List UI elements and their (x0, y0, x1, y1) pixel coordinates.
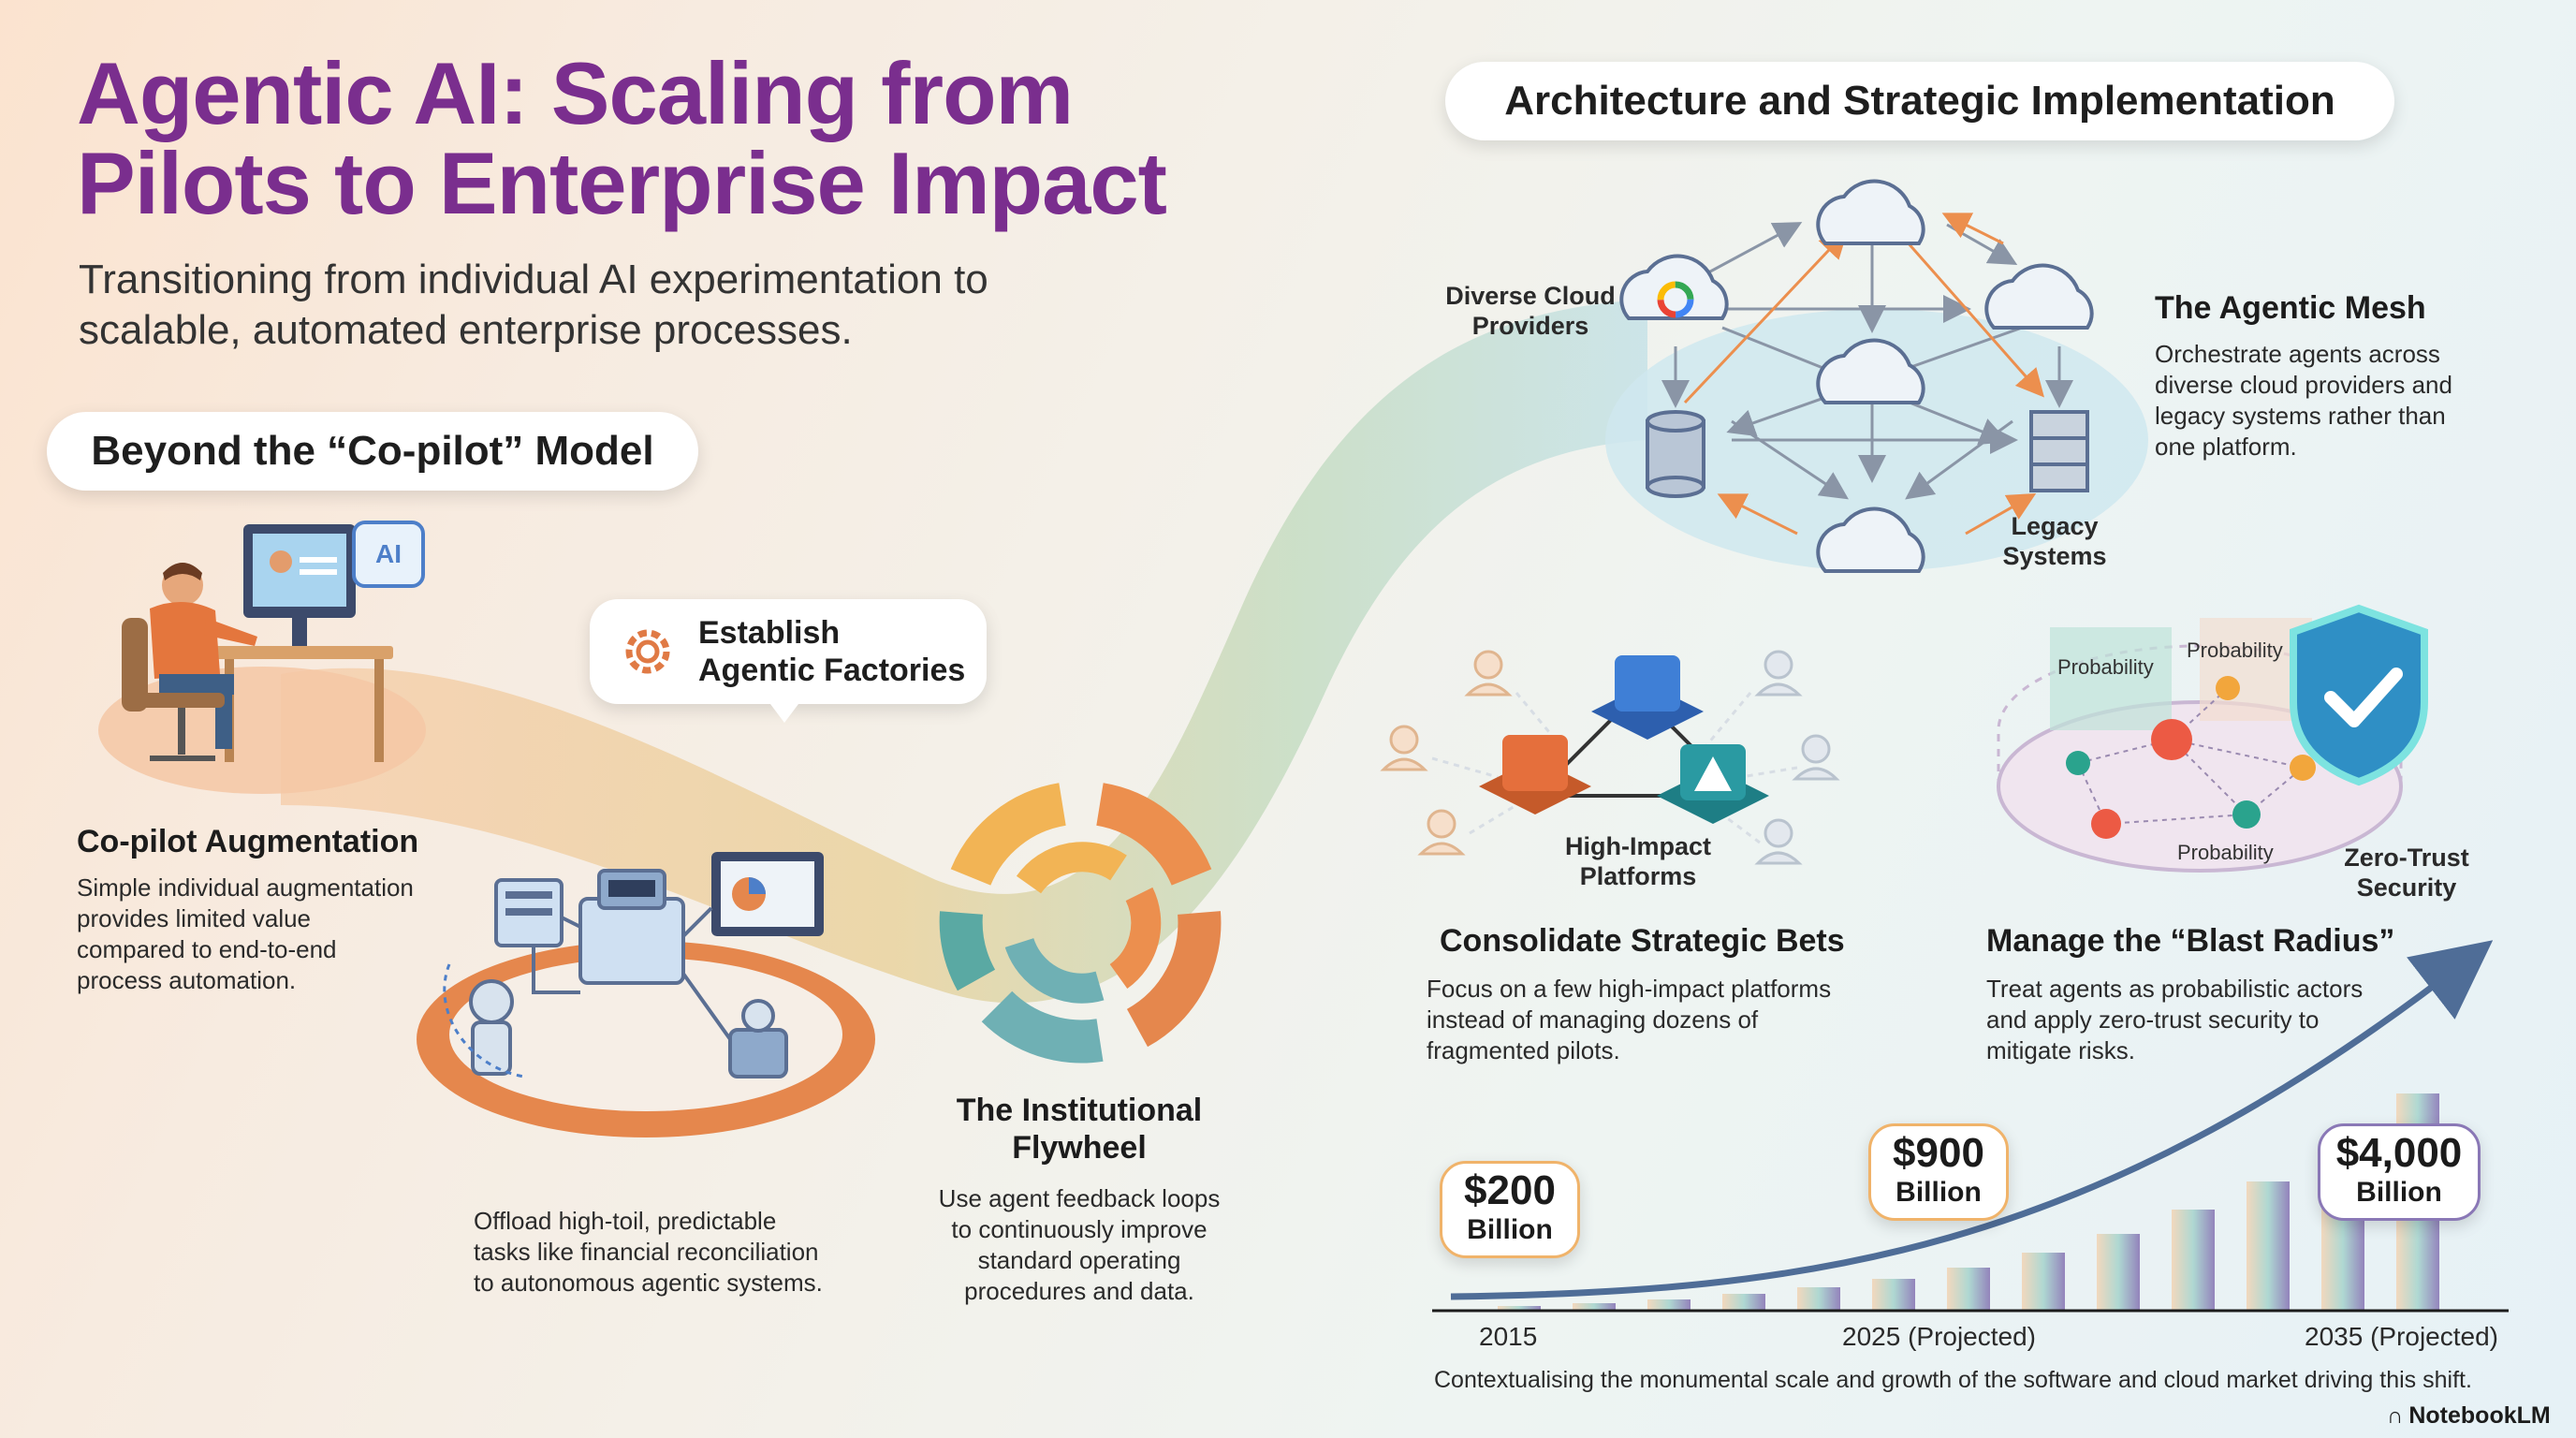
page-subtitle: Transitioning from individual AI experim… (79, 255, 1108, 356)
mesh-body-line: one platform. (2155, 433, 2297, 461)
notebook-icon: ∩ (2387, 1402, 2404, 1429)
flywheel-body: Use agent feedback loops to continuously… (906, 1183, 1252, 1307)
factories-body-line: tasks like financial reconciliation (474, 1238, 819, 1266)
blast-body-line: mitigate risks. (1986, 1036, 2135, 1064)
ai-chip-label: AI (375, 539, 402, 568)
mesh-heading: The Agentic Mesh (2155, 290, 2426, 326)
factories-body-line: Offload high-toil, predictable (474, 1207, 777, 1235)
market-callout-unit: Billion (1895, 1177, 1982, 1208)
market-callout-2015: $200 Billion (1440, 1161, 1580, 1258)
market-callout-amount: $4,000 (2335, 1130, 2463, 1176)
market-callout-amount: $200 (1464, 1167, 1556, 1213)
consolidate-body-line: instead of managing dozens of (1427, 1005, 1759, 1034)
market-callout-unit: Billion (2356, 1177, 2442, 1208)
section-pill-left: Beyond the “Co-pilot” Model (47, 412, 698, 491)
axis-label-2035: 2035 (Projected) (2305, 1322, 2499, 1351)
copilot-illustration (98, 524, 426, 794)
axis-label-2015: 2015 (1479, 1322, 1538, 1351)
flywheel-icon (939, 783, 1222, 1064)
consolidate-heading: Consolidate Strategic Bets (1440, 923, 1845, 959)
probability-label-1: Probability (2057, 655, 2154, 679)
flywheel-heading-line: Flywheel (1012, 1130, 1147, 1166)
cloud-providers-label-line: Diverse Cloud (1445, 282, 1616, 310)
blast-body: Treat agents as probabilistic actors and… (1986, 974, 2492, 1066)
flywheel-heading-line: The Institutional (956, 1093, 1203, 1128)
consolidate-body-line: Focus on a few high-impact platforms (1427, 975, 1832, 1003)
title-line-1: Agentic AI: Scaling from (77, 44, 1074, 142)
market-callout-2035: $4,000 Billion (2318, 1123, 2481, 1221)
legacy-systems-label-line: Systems (2002, 542, 2107, 570)
consolidate-body: Focus on a few high-impact platforms ins… (1427, 974, 1951, 1066)
zerotrust-label-line: Zero-Trust (2344, 844, 2469, 872)
agentic-mesh-diagram (1605, 179, 2148, 573)
probability-label-2: Probability (2187, 638, 2283, 662)
section-pill-right: Architecture and Strategic Implementatio… (1445, 62, 2394, 140)
consolidate-body-line: fragmented pilots. (1427, 1036, 1620, 1064)
copilot-body-line: provides limited value (77, 904, 312, 932)
mesh-body-line: Orchestrate agents across (2155, 340, 2440, 368)
callout-pointer (768, 700, 801, 723)
factories-body: Offload high-toil, predictable tasks lik… (474, 1206, 904, 1299)
market-callout-unit: Billion (1467, 1214, 1553, 1245)
copilot-body-line: process automation. (77, 966, 297, 994)
page-title: Agentic AI: Scaling from Pilots to Enter… (77, 49, 1294, 228)
factories-body-line: to autonomous agentic systems. (474, 1269, 823, 1297)
zerotrust-label: Zero-Trust Security (2327, 843, 2486, 902)
blast-body-line: and apply zero-trust security to (1986, 1005, 2320, 1034)
factories-callout: Establish Agentic Factories (590, 599, 987, 704)
legacy-systems-label: Legacy Systems (1984, 511, 2125, 571)
copilot-body-line: Simple individual augmentation (77, 873, 414, 902)
factories-callout-line: Establish (698, 615, 841, 651)
gear-icon (625, 629, 670, 674)
factories-callout-line: Agentic Factories (698, 653, 966, 688)
blast-heading: Manage the “Blast Radius” (1986, 923, 2395, 959)
flywheel-body-line: Use agent feedback loops (938, 1184, 1221, 1212)
ai-chat-icon: AI (352, 521, 425, 588)
copilot-body: Simple individual augmentation provides … (77, 873, 507, 996)
axis-label-2025: 2025 (Projected) (1842, 1322, 2037, 1351)
flywheel-body-line: procedures and data. (964, 1277, 1194, 1305)
section-pill-right-label: Architecture and Strategic Implementatio… (1504, 78, 2335, 124)
market-callout-2025: $900 Billion (1868, 1123, 2009, 1221)
factory-illustration (417, 852, 875, 1137)
blast-radius-illustration (1997, 604, 2428, 873)
section-pill-left-label: Beyond the “Co-pilot” Model (91, 428, 654, 474)
subtitle-line-2: scalable, automated enterprise processes… (79, 307, 853, 353)
cloud-providers-label-line: Providers (1471, 312, 1589, 340)
platforms-label-line: Platforms (1579, 862, 1697, 890)
flywheel-body-line: standard operating (977, 1246, 1181, 1274)
blast-body-line: Treat agents as probabilistic actors (1986, 975, 2364, 1003)
cloud-providers-label: Diverse Cloud Providers (1423, 281, 1638, 341)
copilot-body-line: compared to end-to-end (77, 935, 337, 963)
probability-label-3: Probability (2177, 841, 2274, 864)
mesh-body-line: diverse cloud providers and (2155, 371, 2452, 399)
mesh-body-line: legacy systems rather than (2155, 402, 2446, 430)
market-callout-amount: $900 (1893, 1130, 1984, 1176)
platforms-label-line: High-Impact (1564, 832, 1711, 860)
copilot-heading: Co-pilot Augmentation (77, 824, 419, 859)
factories-callout-text: Establish Agentic Factories (698, 614, 965, 689)
brand-label: NotebookLM (2408, 1402, 2551, 1429)
platforms-label: High-Impact Platforms (1507, 831, 1769, 891)
market-caption: Contextualising the monumental scale and… (1434, 1367, 2472, 1393)
title-line-2: Pilots to Enterprise Impact (77, 134, 1167, 232)
brand-mark: ∩ NotebookLM (2387, 1402, 2551, 1430)
subtitle-line-1: Transitioning from individual AI experim… (79, 257, 988, 302)
legacy-systems-label-line: Legacy (2011, 512, 2099, 540)
platforms-illustration (1380, 650, 1840, 865)
flywheel-body-line: to continuously improve (951, 1215, 1208, 1243)
flywheel-heading: The Institutional Flywheel (906, 1092, 1252, 1167)
zerotrust-label-line: Security (2356, 873, 2457, 902)
mesh-body: Orchestrate agents across diverse cloud … (2155, 339, 2548, 462)
